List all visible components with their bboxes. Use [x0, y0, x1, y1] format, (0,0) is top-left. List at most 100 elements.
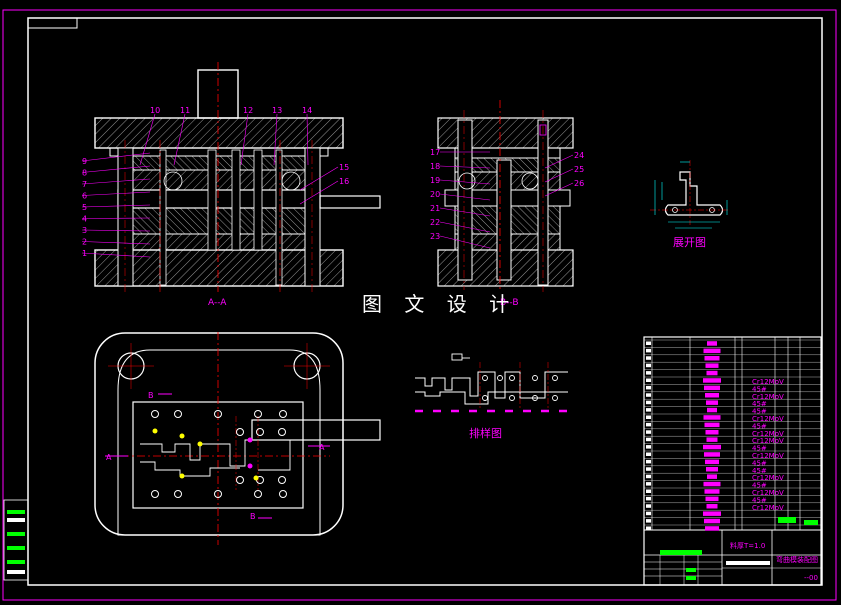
section-bb-label: B--B — [500, 298, 519, 308]
pin-hole — [279, 490, 287, 498]
part-number-label: 17 — [430, 148, 440, 157]
bom-name-cell — [706, 400, 718, 405]
bom-index-cell — [646, 385, 651, 390]
section-markers — [105, 393, 330, 519]
part-number-label: 10 — [150, 106, 160, 115]
strip-hole — [532, 395, 538, 401]
bom-material: 45# — [752, 459, 767, 467]
pin-hole — [214, 410, 222, 418]
unfold-caption: 展开图 — [673, 236, 706, 249]
part-number-label: 11 — [180, 106, 190, 115]
locating-pin-marker — [253, 475, 259, 481]
bom-material: Cr12MoV — [752, 430, 784, 438]
bom-index-cell — [646, 400, 651, 405]
bom-name-cell — [703, 378, 721, 383]
bom-index-cell — [646, 511, 651, 516]
part-number-label: 19 — [430, 176, 440, 185]
outer-border — [2, 9, 837, 601]
bom-name-cell — [706, 504, 718, 509]
bom-index-cell — [646, 430, 651, 434]
part-number-label: 22 — [430, 218, 440, 227]
part-number-label: 5 — [82, 203, 87, 212]
pin-hole — [256, 428, 264, 436]
pin-hole — [174, 410, 182, 418]
arrow-b-top: B — [148, 391, 154, 400]
bom-material: Cr12MoV — [752, 437, 784, 445]
bom-material: Cr12MoV — [752, 393, 784, 401]
pin-hole — [151, 490, 159, 498]
bom-index-cell — [646, 408, 651, 412]
bom-name-cell — [705, 430, 719, 435]
part-number-label: 15 — [339, 163, 349, 172]
part-number-label: 23 — [430, 232, 440, 241]
locating-pin-marker — [197, 441, 203, 447]
bom-name-cell — [706, 437, 718, 442]
bom-index-cell — [646, 356, 651, 360]
bom-index-cell — [646, 437, 651, 442]
bom-name-cell — [705, 363, 719, 368]
bom-index-cell — [646, 496, 651, 501]
bom-name-cell — [703, 348, 721, 354]
bom-material: 45# — [752, 422, 767, 430]
bom-index-cell — [646, 489, 651, 493]
bom-rows — [644, 339, 821, 531]
unfold-view — [650, 160, 730, 229]
part-number-label: 18 — [430, 162, 440, 171]
watermark: 图 文 设 计 — [362, 292, 517, 316]
bom-name-cell — [705, 459, 719, 465]
strip-hole — [552, 395, 558, 401]
bom-name-cell — [705, 496, 719, 502]
bom-material: 45# — [752, 482, 767, 490]
bom-material: Cr12MoV — [752, 489, 784, 497]
pilot-marker — [247, 463, 253, 469]
strip-layout — [415, 353, 568, 413]
bom-name-cell — [705, 526, 719, 531]
bom-table — [643, 336, 822, 586]
bom-name-cell — [704, 489, 720, 494]
pin-hole — [236, 428, 244, 436]
bom-index-cell — [646, 459, 651, 464]
bom-index-cell — [646, 422, 651, 427]
side-stamp — [3, 499, 29, 581]
layout-caption: 排样图 — [469, 426, 502, 440]
strip-holes — [482, 375, 558, 401]
bom-name-cell — [707, 474, 717, 479]
bom-material: 45# — [752, 496, 767, 504]
drawing-title: 弯曲模装配图 — [776, 555, 818, 564]
strip-hole — [482, 375, 488, 381]
bom-index-cell — [646, 341, 651, 345]
strip-hole — [532, 375, 538, 381]
bom-name-cell — [707, 407, 717, 413]
bom-index-cell — [646, 482, 651, 486]
bom-index-cell — [646, 378, 651, 382]
bom-index-cell — [646, 526, 651, 530]
section-aa-label: A--A — [208, 298, 227, 308]
bom-materials: Cr12MoV45#Cr12MoV45#45#Cr12MoV45#Cr12MoV… — [752, 378, 784, 512]
section-aa-view — [94, 62, 381, 292]
arrow-b-bottom: B — [250, 512, 256, 521]
bom-index-cell — [646, 415, 651, 419]
bom-index-cell — [646, 467, 651, 471]
title-block — [644, 517, 821, 585]
material-note: 料厚T=1.0 — [730, 541, 765, 550]
part-number-label: 14 — [302, 106, 312, 115]
part-number-label: 25 — [574, 165, 584, 174]
bom-index-cell — [646, 519, 651, 523]
pin-hole — [174, 490, 182, 498]
pin-hole — [278, 428, 286, 436]
bom-material: 45# — [752, 400, 767, 408]
bom-material: 45# — [752, 445, 767, 453]
bom-material: Cr12MoV — [752, 504, 784, 512]
bom-index-cell — [646, 393, 651, 397]
bom-name-cell — [706, 467, 718, 472]
bom-name-cell — [703, 415, 721, 420]
bom-name-cell — [704, 422, 720, 428]
bom-material: 45# — [752, 385, 767, 393]
part-number-label: 7 — [82, 180, 87, 189]
bom-index-cell — [646, 452, 651, 456]
bom-name-cell — [707, 341, 717, 346]
bom-name-cell — [703, 444, 721, 450]
